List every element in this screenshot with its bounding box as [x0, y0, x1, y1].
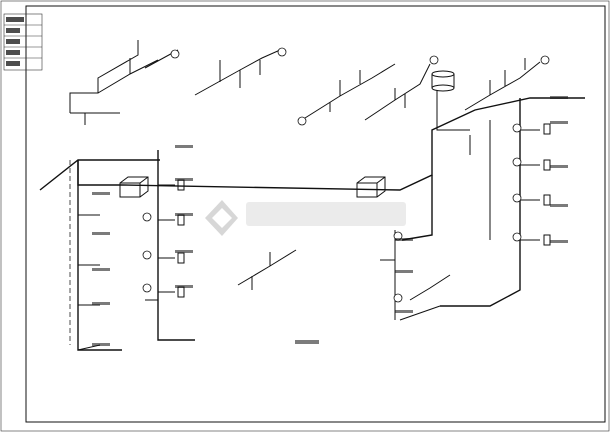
- main-supply-line: [39, 97, 585, 191]
- riser-marker-e-left: [142, 212, 152, 222]
- riser-marker-a-right3: [512, 193, 522, 203]
- junction-box-left: [119, 176, 149, 198]
- title-block: [3, 13, 43, 71]
- riser-marker-c-top: [297, 116, 307, 126]
- top-right-riser-group: [364, 63, 431, 121]
- riser-marker-a-right1: [512, 123, 522, 133]
- riser-marker-b-top: [277, 47, 287, 57]
- riser-marker-a-top: [170, 49, 180, 59]
- water-tank: [431, 70, 455, 92]
- center-fragment: [237, 249, 297, 290]
- junction-box-right: [356, 176, 386, 198]
- riser-marker-e-low: [142, 283, 152, 293]
- top-left-riser-group: [69, 40, 179, 125]
- sheet-inner-border: [25, 5, 606, 423]
- top-mid-riser-group: [194, 49, 281, 96]
- right-riser-system: [380, 98, 540, 321]
- riser-marker-d-right: [393, 293, 403, 303]
- left-riser: [69, 160, 122, 351]
- annotation-blocks: [92, 96, 568, 346]
- riser-marker-e-mid: [142, 250, 152, 260]
- top-center-riser-group: [304, 63, 396, 119]
- riser-marker-a-right4: [512, 232, 522, 242]
- watermark-logo: [205, 200, 406, 236]
- riser-marker-d-top: [429, 55, 439, 65]
- top-far-right-riser-group: [436, 58, 541, 131]
- riser-marker-a-right2: [512, 157, 522, 167]
- center-left-riser: [145, 150, 195, 341]
- riser-marker-e-top: [540, 55, 550, 65]
